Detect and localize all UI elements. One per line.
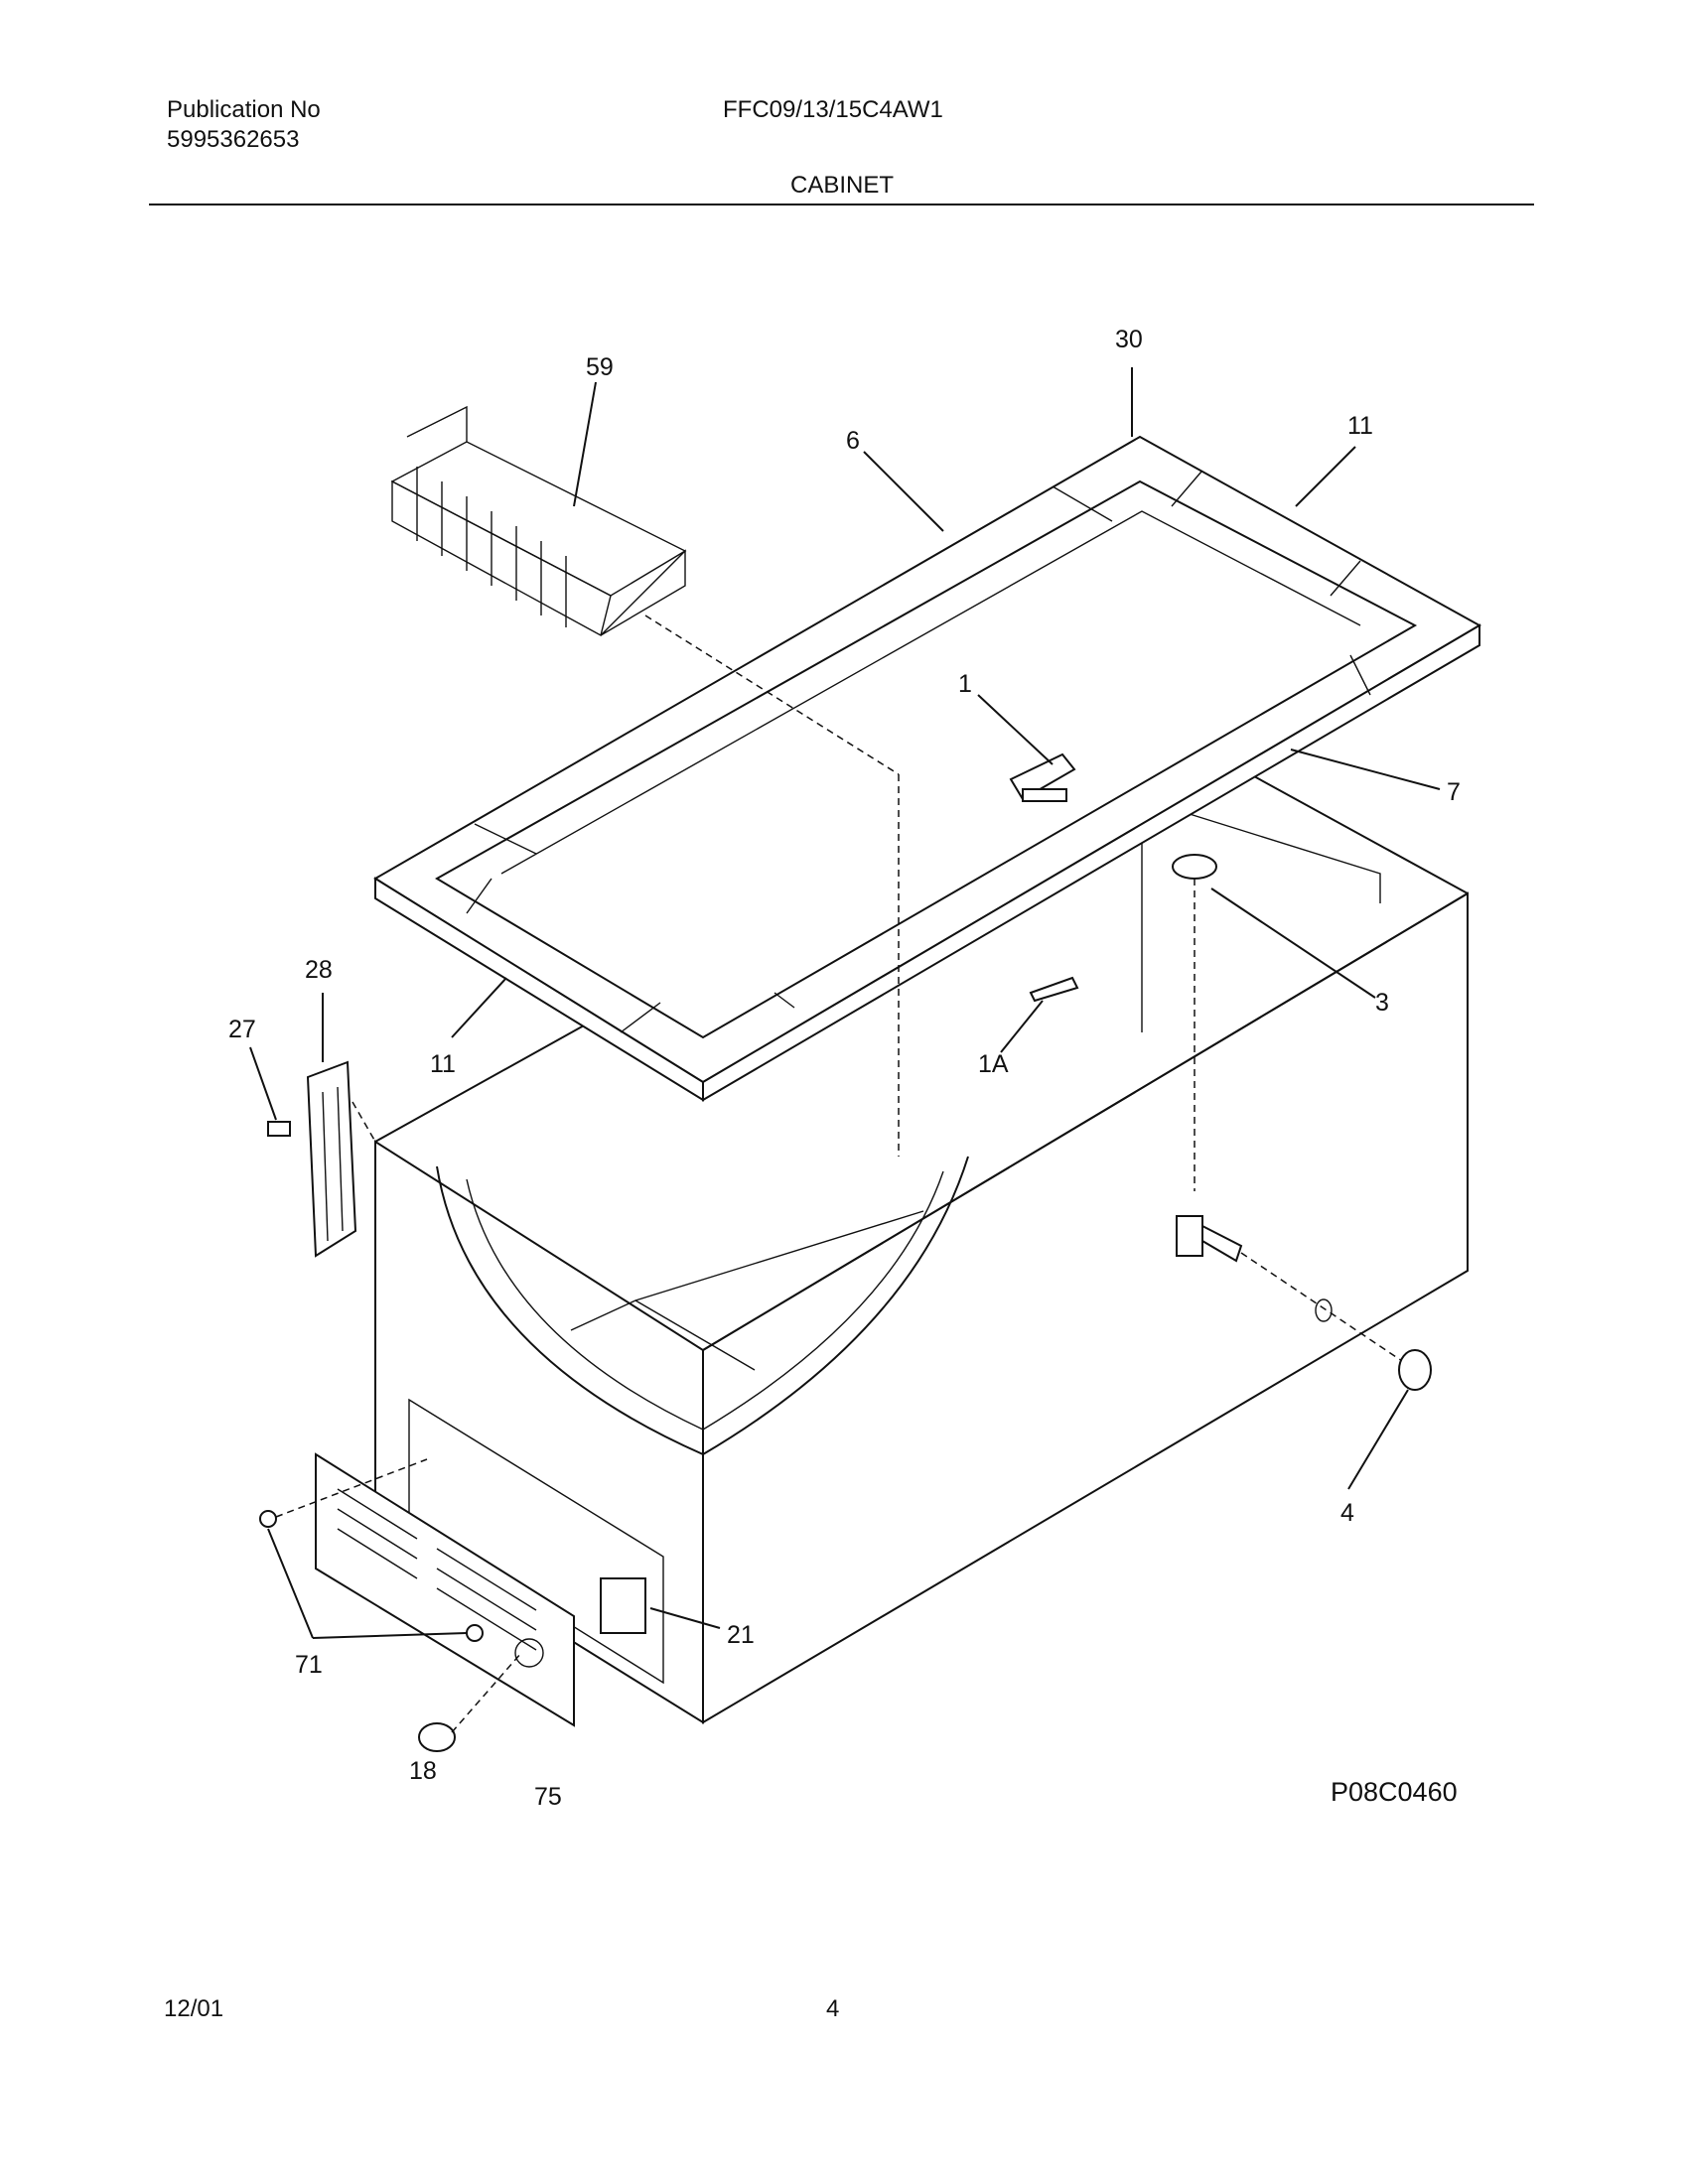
drain-plug [1172,854,1217,1191]
wire-basket [390,405,900,1157]
drain-cap [1315,1298,1432,1391]
callout-1a: 1A [978,1050,1009,1078]
breaker-strip-frame [373,435,1482,1102]
callout-6: 6 [846,427,860,455]
knob-plug [418,1652,522,1752]
callout-3: 3 [1375,989,1389,1017]
lid-hinge [306,1060,376,1258]
callout-27: 27 [228,1016,256,1043]
callout-11-left: 11 [430,1050,456,1078]
front-grille [315,1452,575,1727]
publication-label: Publication No [167,96,321,123]
callout-4: 4 [1340,1499,1354,1527]
callout-18: 18 [409,1757,437,1785]
drain-tube [1176,1215,1409,1366]
callout-59: 59 [586,353,614,381]
publication-number: 5995362653 [167,126,300,153]
hinge-screw [267,1121,291,1137]
callout-1: 1 [958,670,972,698]
leader-lines [249,367,1441,1639]
callout-30: 30 [1115,326,1143,353]
section-title: CABINET [790,172,895,199]
callout-11-top: 11 [1347,412,1373,440]
callout-71: 71 [295,1651,323,1679]
footer-date: 12/01 [164,1995,224,2022]
page-number: 4 [826,1995,840,2022]
callout-75: 75 [534,1783,562,1811]
grille-screws [259,1458,484,1642]
drawing-number: P08C0460 [1331,1777,1458,1807]
clip-part [1029,976,1079,1003]
callout-21: 21 [727,1621,755,1649]
thermostat [600,1577,646,1634]
cabinet-body [374,713,1469,1724]
model-number: FFC09/13/15C4AW1 [723,96,943,123]
header-rule [149,204,1534,205]
callout-28: 28 [305,956,333,984]
handle-part [1009,752,1076,802]
callout-7: 7 [1447,778,1461,806]
